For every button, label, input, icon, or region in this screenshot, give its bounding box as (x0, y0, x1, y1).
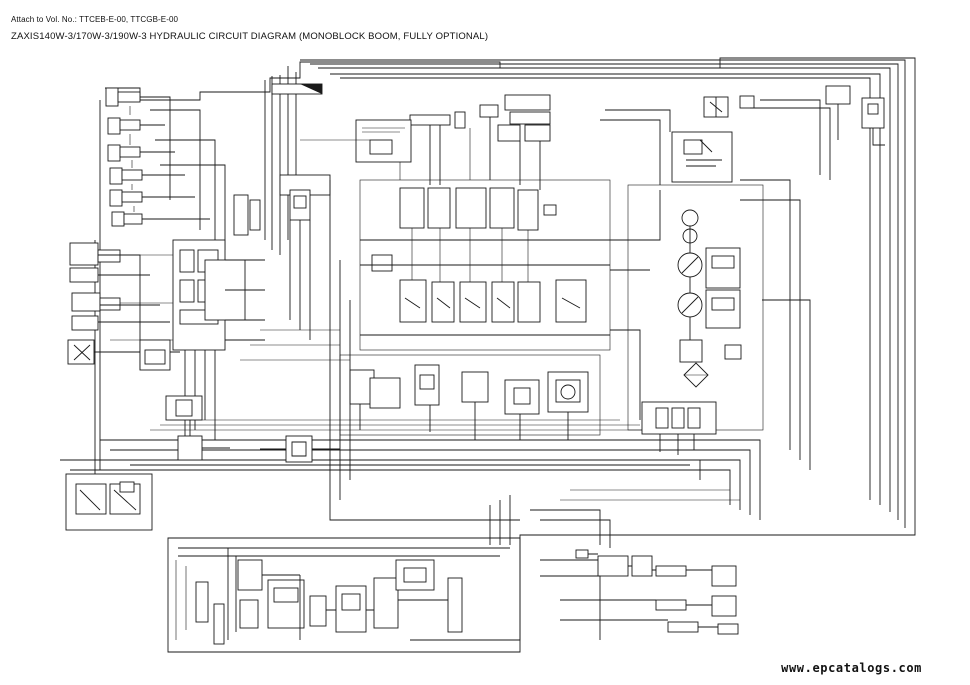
left-pilot-valves (67, 242, 210, 370)
attach-note: Attach to Vol. No.: TTCEB-E-00, TTCGB-E-… (11, 15, 179, 24)
undercarriage-frame (167, 537, 521, 653)
pilot-shutoff-block (641, 401, 717, 455)
travel-valve-top-right (825, 85, 885, 146)
hydraulic-tank (671, 95, 755, 183)
left-solenoid-valve-stack (105, 87, 226, 250)
main-control-valve (359, 179, 611, 351)
swing-motor-group (271, 83, 466, 340)
outrigger-cylinders (540, 549, 739, 640)
main-pump-group (627, 184, 764, 431)
hydraulic-lines (240, 99, 831, 548)
left-lower-components (65, 395, 340, 531)
pilot-control-block (139, 194, 265, 440)
watermark-text: www.epcatalogs.com (781, 661, 922, 675)
lower-center-valves (339, 354, 601, 440)
top-center-valves (479, 94, 551, 190)
pressure-sensor-box (355, 119, 412, 163)
diagram-title: ZAXIS140W-3/170W-3/190W-3 HYDRAULIC CIRC… (11, 31, 489, 42)
